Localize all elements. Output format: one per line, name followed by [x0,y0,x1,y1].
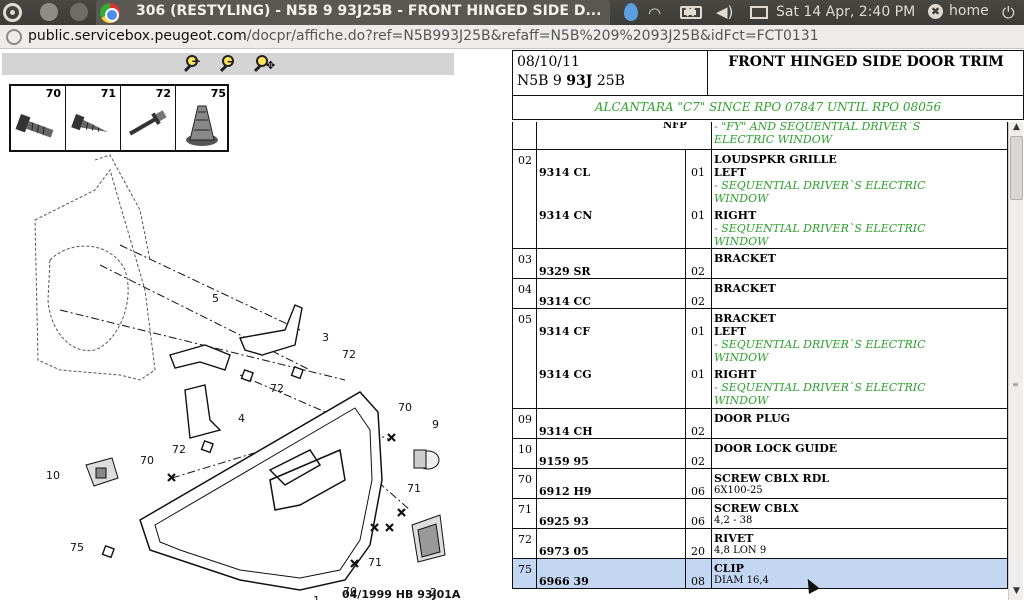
scroll-grip-icon: ≡ [1012,380,1019,389]
bracket-5 [169,344,231,371]
volume-icon[interactable]: ◀) [716,3,734,21]
active-tab[interactable]: 306 (RESTYLING) - N5B 9 93J25B - FRONT H… [96,0,697,25]
subtitle-box: ALCANTARA "C7" SINCE RPO 07847 UNTIL RPO… [512,96,1024,120]
table-row[interactable]: 04 9314 CC 02 BRACKET [512,279,1008,309]
zoom-out-button[interactable]: – [219,54,238,73]
trim-subtitle: ALCANTARA "C7" SINCE RPO 07847 UNTIL RPO… [594,100,942,114]
zoom-in-icon: + [186,54,201,68]
diagram-label: 70 [343,585,357,598]
rivet-72 [200,439,214,454]
user-status-icon[interactable]: ✖ [928,4,943,19]
zoom-toolbar: + – ✥ [2,53,454,75]
header-code: N5B 9 93J 25B [517,73,625,89]
door-frame-outline [34,154,156,381]
legend-number: 72 [155,87,171,100]
diagram-label: 72 [342,348,356,361]
speaker-grille [411,514,446,563]
fastener-legend: 70 71 72 75 [9,84,229,152]
system-top-bar: 306 (RESTYLING) - N5B 9 93J25B - FRONT H… [0,0,1024,25]
address-bar[interactable]: public.servicebox.peugeot.com/docpr/affi… [0,25,1024,49]
table-row[interactable]: 09 9314 CH 02 DOOR PLUG [512,409,1008,439]
tab-icon[interactable] [70,3,88,21]
diagram-label: 4 [238,412,245,425]
screw-icon [71,114,108,132]
legend-number: 70 [45,87,61,100]
user-name[interactable]: home [949,3,989,19]
diagram-pane: + – ✥ 70 71 72 75 [0,50,510,600]
wifi-icon[interactable]: ◠ [648,4,662,22]
table-row-selected[interactable]: 75 6966 39 08 CLIP DIAM 16,4 [512,559,1008,589]
ubuntu-logo-icon[interactable] [3,3,22,22]
rivet-icon [129,110,167,136]
tab-title: 306 (RESTYLING) - N5B 9 93J25B - FRONT H… [136,3,602,19]
diagram-label: 71 [368,556,382,569]
parts-header: 08/10/11 N5B 9 93J 25B FRONT HINGED SIDE… [512,50,1024,96]
clip-icon [186,105,218,146]
url-host: public.servicebox.peugeot.com [28,28,247,44]
table-row[interactable]: 72 6973 05 20 RIVET 4,8 LON 9 [512,529,1008,559]
url-text[interactable]: public.servicebox.peugeot.com/docpr/affi… [28,28,819,44]
legend-cell: 72 [121,86,176,150]
water-drop-icon[interactable] [624,3,638,21]
chromium-icon [100,3,120,23]
screw-marks [167,433,406,568]
page-title: FRONT HINGED SIDE DOOR TRIM [728,54,1004,70]
zoom-out-icon: – [222,54,234,68]
clock[interactable]: Sat 14 Apr, 2:40 PM [776,4,916,20]
zoom-fit-icon [256,55,268,67]
mail-icon[interactable] [750,6,768,19]
legend-number: 75 [210,87,226,100]
diagram-label: 75 [70,541,84,554]
scroll-up-icon[interactable]: ▲ [1013,122,1020,132]
table-row[interactable]: 70 6912 H9 06 SCREW CBLX RDL 6X100-25 [512,469,1008,499]
diagram-label: 1 [313,594,320,600]
power-icon[interactable]: ⏻ [1002,3,1015,22]
bracket-parts [101,304,304,559]
diagram-label: 70 [398,401,412,414]
globe-icon [6,29,22,45]
diagram-label: 72 [270,382,284,395]
scroll-down-icon[interactable]: ▼ [1013,586,1020,596]
table-row[interactable]: 05 9314 CF 01 BRACKET LEFT - SEQUENTIAL … [512,309,1008,409]
exploded-view-diagram: 5 3 72 72 4 70 9 10 70 72 75 71 71 70 2 … [34,154,446,600]
screw-icon [15,114,54,138]
diagram-label: 71 [407,482,421,495]
zoom-fit-button[interactable]: ✥ [253,55,275,73]
tab-icon[interactable] [40,3,58,21]
diagram-label: 70 [140,454,154,467]
rivet-72 [240,368,254,383]
door-lock-guide [85,457,119,487]
url-path: /docpr/affiche.do?ref=N5B993J25B&refaff=… [246,28,819,44]
header-date: 08/10/11 [517,54,580,70]
door-trim-panel [139,391,383,591]
table-row[interactable]: 71 6925 93 06 SCREW CBLX 4,2 - 38 [512,499,1008,529]
legend-cell: 71 [66,86,121,150]
battery-icon[interactable] [680,6,702,19]
clip-75 [101,544,115,559]
diagram-caption: 04/1999 HB 93J01A [342,588,461,600]
rivet-72 [290,365,304,380]
table-row[interactable]: 03 9329 SR 02 BRACKET [512,249,1008,279]
scroll-thumb[interactable] [1010,136,1023,200]
diagram-label: 10 [46,469,60,482]
diagram-label: 2 [430,586,437,599]
table-row[interactable]: 02 9314 CL 01 LOUDSPKR GRILLE LEFT - SEQ… [512,150,1008,249]
diagram-label: 9 [432,418,439,431]
part-labels: 5 3 72 72 4 70 9 10 70 72 75 71 71 70 2 … [46,292,439,600]
legend-number: 71 [100,87,116,100]
diagram-label: 5 [212,292,219,305]
parts-pane: 08/10/11 N5B 9 93J 25B FRONT HINGED SIDE… [511,50,1024,600]
diagram-label: 3 [322,331,329,344]
parts-table[interactable]: NFP - "FY" AND SEQUENTIAL DRIVER`S ELECT… [512,122,1008,600]
table-row[interactable]: NFP - "FY" AND SEQUENTIAL DRIVER`S ELECT… [512,122,1008,150]
legend-cell: 70 [11,86,66,150]
legend-cell: 75 [176,86,230,150]
bracket-4 [184,384,222,439]
vertical-scrollbar[interactable]: ▲ ≡ ▼ [1008,122,1023,600]
diagram-label: 72 [172,443,186,456]
bracket-3 [239,304,303,356]
door-plug [413,449,440,470]
zoom-in-button[interactable]: + [183,54,202,73]
table-row[interactable]: 10 9159 95 02 DOOR LOCK GUIDE [512,439,1008,469]
